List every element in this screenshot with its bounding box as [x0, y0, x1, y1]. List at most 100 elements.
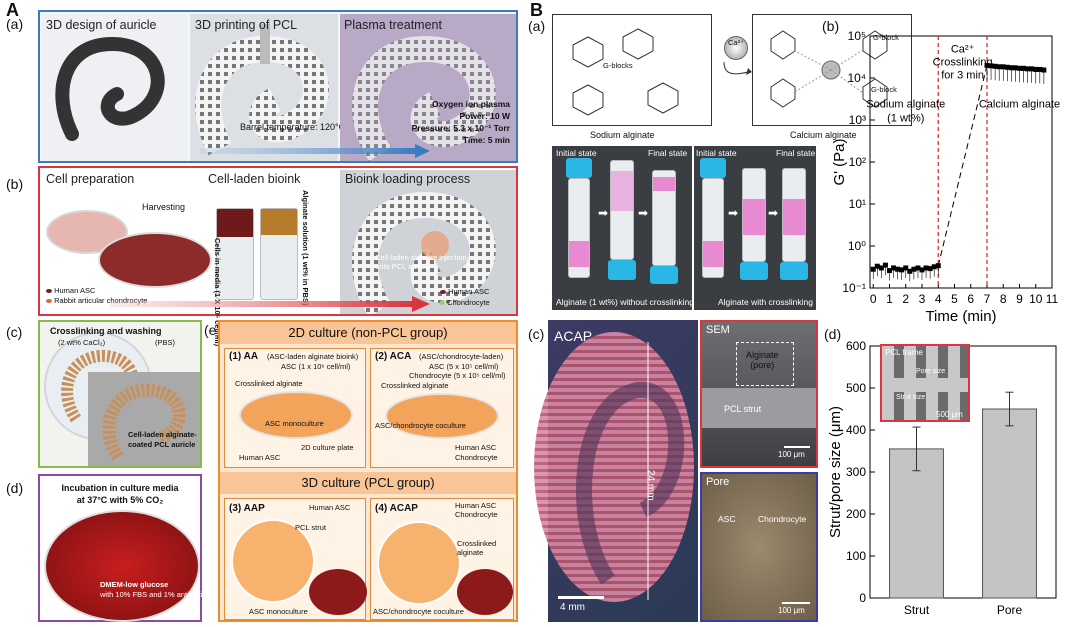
panel-e-label: (e): [204, 322, 222, 338]
chart-d-ytick-label: 0: [859, 591, 866, 605]
chart-b-point: [891, 265, 897, 271]
chart-b-point: [870, 266, 876, 272]
chart-b-point: [887, 268, 892, 274]
chart-b-ytick-label: 10²: [849, 155, 866, 169]
chart-b-point: [1021, 65, 1027, 71]
tube4-cap: [700, 158, 726, 178]
loading-tile: [340, 170, 516, 314]
plasma-o1: Oxygen ion plasma: [432, 99, 510, 109]
chart-b-xtick-label: 3: [919, 292, 926, 306]
chart-d-bar: [982, 408, 1037, 599]
media-m2: with 10% FBS and 1% antibiotic: [100, 590, 207, 599]
acap-construct: [534, 332, 694, 602]
chart-b-point: [984, 62, 990, 68]
tube1-cap: [566, 158, 592, 178]
coated-auricle-tile: [88, 372, 200, 466]
tube2-cap: [608, 260, 636, 280]
inset-t1: PCL frame: [885, 348, 923, 357]
aa-cross: Crosslinked alginate: [235, 379, 303, 388]
figure-b-letter: B: [530, 0, 543, 20]
panel-c-label: (c): [6, 324, 23, 340]
pcl-printing-title: 3D printing of PCL: [195, 18, 298, 32]
chart-d-ytick-label: 600: [846, 340, 866, 353]
scale-4mm: 4 mm: [560, 602, 585, 613]
chart-d-label: (d): [824, 326, 842, 342]
tube6-body: [782, 168, 806, 262]
pcl-strut-band: [702, 388, 816, 428]
chart-b-point: [1012, 65, 1018, 71]
acap-photo: ACAP 24 mm 4 mm: [534, 320, 698, 622]
acap-co: ASC/chondrocyte coculture: [373, 607, 464, 616]
tubes-caption-2: Alginate with crosslinking: [718, 297, 813, 307]
plasma-conditions: Oxygen ion plasma Power: 10 W Pressure: …: [410, 98, 510, 146]
chart-b-xtick-label: 6: [967, 292, 974, 306]
b-panel-a-label: (a): [528, 18, 546, 34]
chart-b-label: (b): [822, 18, 840, 34]
scale-bar-4mm: [558, 596, 604, 599]
petri-dish-chondrocyte: [98, 232, 212, 288]
chart-b-point: [992, 63, 998, 69]
tube2-body: [610, 160, 634, 260]
panel-e-frame: 2D culture (non-PCL group) (1) AA (ASC-l…: [218, 320, 518, 622]
legend-chondrocyte-2: Chondrocyte: [447, 298, 490, 307]
coated-n2: coated PCL auricle: [128, 440, 196, 449]
cm1: Cells in media: [213, 238, 222, 289]
auricle-design-image: [55, 36, 165, 141]
aap-mono: ASC monoculture: [249, 607, 308, 616]
chart-b-ann-calcium: Calcium alginate: [979, 98, 1060, 110]
alg1: Alginate: [746, 350, 779, 360]
legend-human-asc: Human ASC: [54, 286, 96, 295]
aap-strut: PCL strut: [295, 523, 326, 532]
chart-b-point: [907, 268, 913, 274]
acap-box: (4) ACAP Human ASC Chondrocyte Crosslink…: [370, 498, 514, 620]
init-state-1: Initial state: [556, 148, 597, 158]
harvest-label: Harvesting: [142, 202, 186, 212]
acap-ear-overlay: [576, 342, 685, 600]
aa-conc: ASC (1 x 10⁶ cell/ml): [281, 362, 351, 371]
chart-b-ytick-label: 10³: [849, 113, 866, 127]
chart-b-point: [1008, 65, 1014, 71]
chart-d-bar: [889, 448, 944, 599]
pore-title: Pore: [706, 476, 730, 488]
inj1: Cell-laden alginate injection: [375, 253, 467, 262]
legend-left: Human ASC Rabbit articular chondrocyte: [46, 286, 147, 306]
media-m1: DMEM-low glucose: [100, 580, 169, 589]
gblock-text-2: G-block: [871, 85, 897, 94]
chart-b-xtick-label: 10: [1029, 292, 1043, 306]
loading-title: Bioink loading process: [345, 172, 471, 186]
chart-b-ann-ca: Ca²⁺: [951, 44, 975, 56]
chart-b-xtick-label: 5: [951, 292, 958, 306]
chart-b-point: [878, 265, 884, 271]
coated-auricle-image: [102, 383, 186, 461]
tube5-body: [742, 168, 766, 262]
aa-plate: [239, 391, 353, 439]
aca-chon: Chondrocyte: [455, 453, 498, 462]
chart-b-ytick-label: 10⁵: [848, 30, 866, 43]
coated-note: Cell-laden alginate-coated PCL auricle: [128, 430, 197, 450]
arrow-2b: ➡: [768, 206, 779, 220]
crosslink-s2: (PBS): [155, 338, 176, 347]
legend-human-asc-2: Human ASC: [448, 287, 490, 296]
chart-b-point: [1000, 64, 1006, 70]
sem-title: SEM: [706, 324, 730, 336]
chart-b-point: [899, 267, 905, 273]
chart-d-ytick-label: 500: [846, 381, 866, 395]
barrel-temperature: Barrel temperature: 120°C: [240, 122, 346, 132]
panel-a-label: (a): [6, 16, 24, 32]
chart-b-xtick-label: 8: [1000, 292, 1007, 306]
aca-hasc: Human ASC: [455, 443, 497, 452]
acap-title: ACAP: [554, 328, 593, 344]
chart-b-ytick-label: 10¹: [849, 197, 866, 211]
chart-b-point: [931, 264, 937, 270]
tubes-caption-1: Alginate (1 wt%) without crosslinking: [556, 297, 694, 307]
chart-b-point: [874, 263, 880, 269]
chart-b-point: [1041, 67, 1047, 73]
chart-b-point: [895, 266, 901, 272]
tubes-photo-2: Initial state Final state ➡ ➡: [694, 146, 816, 310]
ca-text: Ca²⁺: [728, 38, 745, 47]
aap-hasc: Human ASC: [309, 503, 351, 512]
chart-d-ytick-label: 200: [846, 507, 866, 521]
